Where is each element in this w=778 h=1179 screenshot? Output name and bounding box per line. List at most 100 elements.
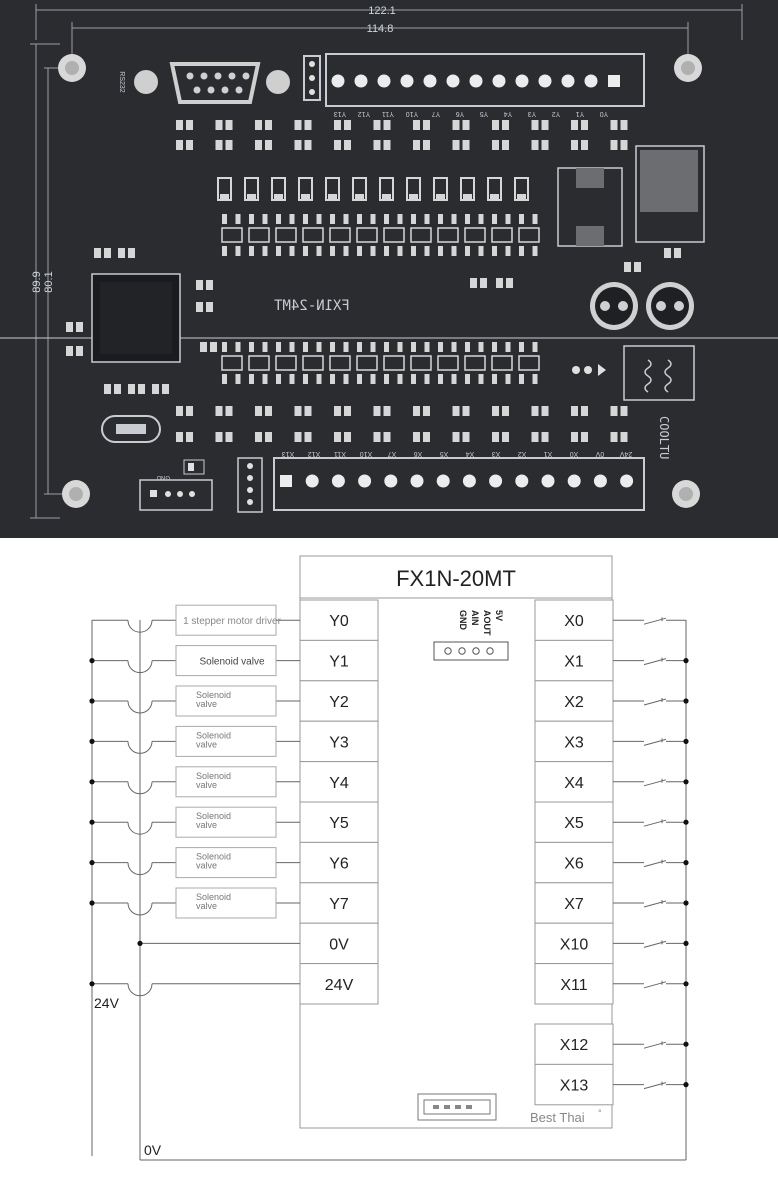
switch-contact	[643, 1041, 667, 1049]
bottom-terminal-label: X4	[466, 450, 475, 457]
bottom-terminal-label: X0	[570, 450, 579, 457]
top-terminal-label: Y0	[600, 110, 609, 117]
load-label: Solenoid valve	[199, 657, 264, 668]
terminal-pin	[620, 474, 634, 488]
mcu-chip	[91, 273, 181, 363]
output-terminal-label: Y5	[329, 815, 349, 832]
inductor	[572, 345, 695, 401]
dim-height-inner: 80.1	[43, 271, 55, 292]
junction-dot	[137, 940, 143, 946]
top-terminal-label: Y2	[552, 110, 561, 117]
dim-width-inner: 114.8	[367, 23, 394, 35]
switch-contact	[643, 698, 667, 706]
terminal-pin	[358, 474, 372, 488]
input-terminal-label: X0	[564, 613, 584, 630]
junction-dot	[683, 738, 689, 744]
input-terminal-label: X2	[564, 694, 584, 711]
input-terminal-label: X3	[564, 734, 584, 751]
input-terminal-label: X10	[560, 936, 589, 953]
watermark: Best Thai	[530, 1110, 585, 1125]
bottom-terminal-label: X3	[492, 450, 501, 457]
top-terminal-label: Y1	[576, 110, 585, 117]
switch-contact	[643, 860, 667, 868]
component-rows	[66, 120, 681, 442]
load-box	[175, 604, 277, 636]
input-row: X6	[534, 841, 689, 884]
output-terminal-label: Y2	[329, 694, 349, 711]
junction-dot	[683, 779, 689, 785]
output-terminal-box	[299, 639, 379, 682]
bottom-terminal-label: 24V	[619, 450, 632, 457]
terminal-pin	[593, 474, 607, 488]
top-terminal-label: Y3	[528, 110, 537, 117]
mounting-holes	[58, 54, 702, 508]
junction-dot	[89, 819, 95, 825]
junction-dot	[683, 900, 689, 906]
junction-dot	[89, 900, 95, 906]
input-terminal-box	[534, 639, 614, 682]
junction-dot	[683, 658, 689, 664]
analog-pin-label: AOUT	[482, 610, 492, 636]
terminal-square-pin	[608, 75, 620, 87]
junction-dot	[683, 1082, 689, 1088]
input-terminal-box	[534, 922, 614, 965]
bottom-terminal-label: X1	[544, 450, 553, 457]
gnd-silk-label: GND	[156, 474, 170, 480]
terminal-pin	[584, 74, 598, 88]
terminal-pin	[515, 74, 529, 88]
junction-dot	[683, 819, 689, 825]
output-row: 24V	[89, 963, 379, 1005]
input-terminal-box	[534, 720, 614, 763]
switch-contact	[643, 779, 667, 787]
output-terminal-label: Y1	[329, 654, 349, 671]
input-row: X2	[534, 680, 689, 722]
terminal-pin	[469, 74, 483, 88]
switch-contact	[643, 617, 667, 625]
junction-dot	[683, 698, 689, 704]
input-row: X3	[534, 720, 689, 763]
output-terminal-box	[299, 882, 379, 924]
terminal-pin	[331, 74, 345, 88]
terminal-pin	[423, 74, 437, 88]
input-terminal-label: X4	[564, 775, 584, 792]
top-terminal-label: Y5	[480, 110, 489, 117]
junction-dot	[683, 981, 689, 987]
input-row: X13	[534, 1063, 689, 1106]
terminal-pin	[489, 474, 503, 488]
output-terminal-label: Y3	[329, 734, 349, 751]
switch-contact	[643, 900, 667, 908]
input-terminal-label: X1	[564, 654, 584, 671]
analog-pin-label: GND	[458, 610, 468, 631]
output-terminal-box	[299, 841, 379, 884]
terminal-pin	[492, 74, 506, 88]
input-terminal-box	[534, 963, 614, 1005]
input-terminal-label: X5	[564, 815, 584, 832]
input-terminal-box	[534, 801, 614, 843]
bottom-4pin-header	[237, 457, 263, 513]
terminal-pin	[567, 474, 581, 488]
input-terminal-label: X6	[564, 856, 584, 873]
load-box	[175, 806, 277, 838]
junction-dot	[89, 698, 95, 704]
output-terminal-box	[299, 801, 379, 843]
junction-dot	[89, 779, 95, 785]
analog-pin-label: AIN	[470, 610, 480, 626]
input-terminal-box	[534, 761, 614, 803]
terminal-pin	[410, 474, 424, 488]
silk-model-label: FX1N-24MT	[274, 298, 350, 314]
switch-contact	[643, 981, 667, 989]
bottom-left-header: GND	[139, 459, 213, 511]
